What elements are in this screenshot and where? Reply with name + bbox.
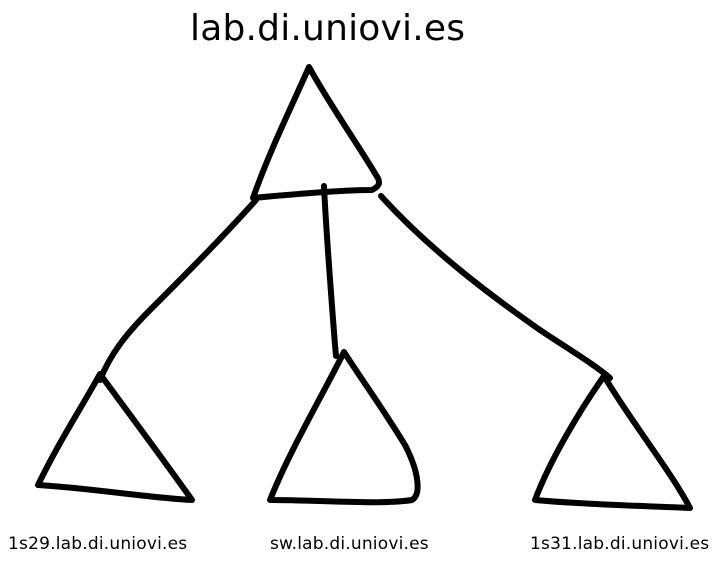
edge-root-to-right-child [378,193,613,381]
right-child-label: 1s31.lab.di.uniovi.es [530,534,710,554]
middle-child-triangle [267,349,421,506]
right-child-triangle [532,373,693,511]
edge-root-to-left-child [97,197,259,383]
left-child-label: 1s29.lab.di.uniovi.es [8,534,188,554]
root-node-triangle [250,64,383,201]
middle-child-label: sw.lab.di.uniovi.es [270,534,429,554]
root-node-label: lab.di.uniovi.es [190,8,466,49]
edge-root-to-middle-child [321,183,339,359]
left-child-triangle [35,371,195,503]
